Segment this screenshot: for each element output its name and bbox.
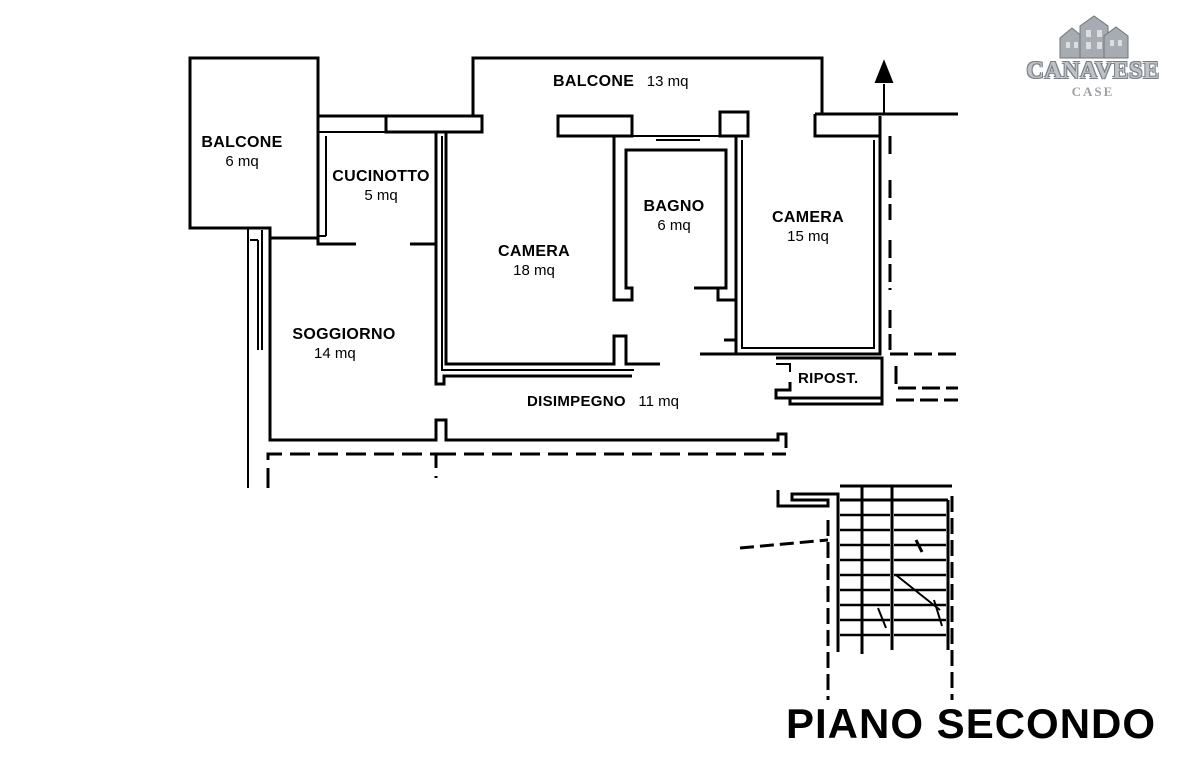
dashed-lower-wall — [266, 452, 786, 488]
room-label-soggiorno: SOGGIORNO 14 mq — [284, 325, 404, 364]
room-label-camera-center: CAMERA 18 mq — [484, 242, 584, 281]
camera-right-inner — [741, 140, 875, 349]
houses-logo-icon — [1059, 15, 1129, 59]
room-name: CAMERA — [771, 209, 845, 226]
company-logo: CANAVESE CASE — [1018, 12, 1168, 102]
soggiorno-left — [247, 228, 263, 488]
room-label-camera-right: CAMERA 15 mq — [758, 208, 858, 247]
floor-title: PIANO SECONDO — [786, 700, 1157, 747]
room-area: 15 mq — [787, 228, 829, 245]
balcony-top-outline — [471, 56, 824, 116]
room-area: 6 mq — [657, 217, 691, 234]
camera-center-inner — [441, 136, 634, 371]
camera-right-walls — [700, 136, 882, 356]
room-name: CAMERA — [497, 243, 571, 260]
logo-name: CANAVESE — [1026, 58, 1160, 84]
room-label-cucinotto: CUCINOTTO 5 mq — [326, 167, 436, 206]
room-name: BALCONE — [201, 134, 283, 151]
room-name: BAGNO — [643, 198, 705, 215]
room-label-disimpegno: DISIMPEGNO 11 mq — [527, 393, 679, 410]
room-area: 18 mq — [513, 262, 555, 279]
top-wall-thin — [317, 116, 386, 133]
cucinotto-inner — [318, 136, 327, 237]
room-area: 14 mq — [314, 345, 356, 362]
camera-center-walls — [434, 132, 660, 386]
room-area: 11 mq — [638, 393, 679, 410]
room-area: 13 mq — [646, 73, 689, 90]
room-name: CUCINOTTO — [332, 168, 430, 185]
staircase-icon — [739, 484, 954, 700]
label-gap — [630, 393, 634, 410]
label-gap — [638, 73, 642, 90]
north-arrow-icon — [874, 59, 894, 114]
room-label-balcone-top: BALCONE 13 mq — [553, 73, 688, 91]
room-area: 6 mq — [225, 153, 259, 170]
room-name: RIPOST. — [798, 370, 859, 387]
room-name: SOGGIORNO — [292, 326, 396, 343]
neighbor-right — [888, 136, 958, 402]
ripostiglio-walls — [774, 356, 884, 406]
top-wall — [318, 110, 958, 138]
room-label-ripostiglio: RIPOST. — [798, 370, 858, 387]
room-name: DISIMPEGNO — [527, 393, 626, 410]
room-name: BALCONE — [553, 73, 635, 90]
window-bagno — [632, 135, 720, 141]
room-label-bagno: BAGNO 6 mq — [634, 197, 714, 236]
soggiorno-walls — [268, 238, 788, 448]
ripost-door — [776, 363, 791, 372]
logo-subtitle: CASE — [1071, 84, 1115, 99]
cucinotto-walls — [316, 132, 438, 246]
room-label-balcone-left: BALCONE 6 mq — [200, 133, 284, 172]
room-area: 5 mq — [364, 187, 398, 204]
